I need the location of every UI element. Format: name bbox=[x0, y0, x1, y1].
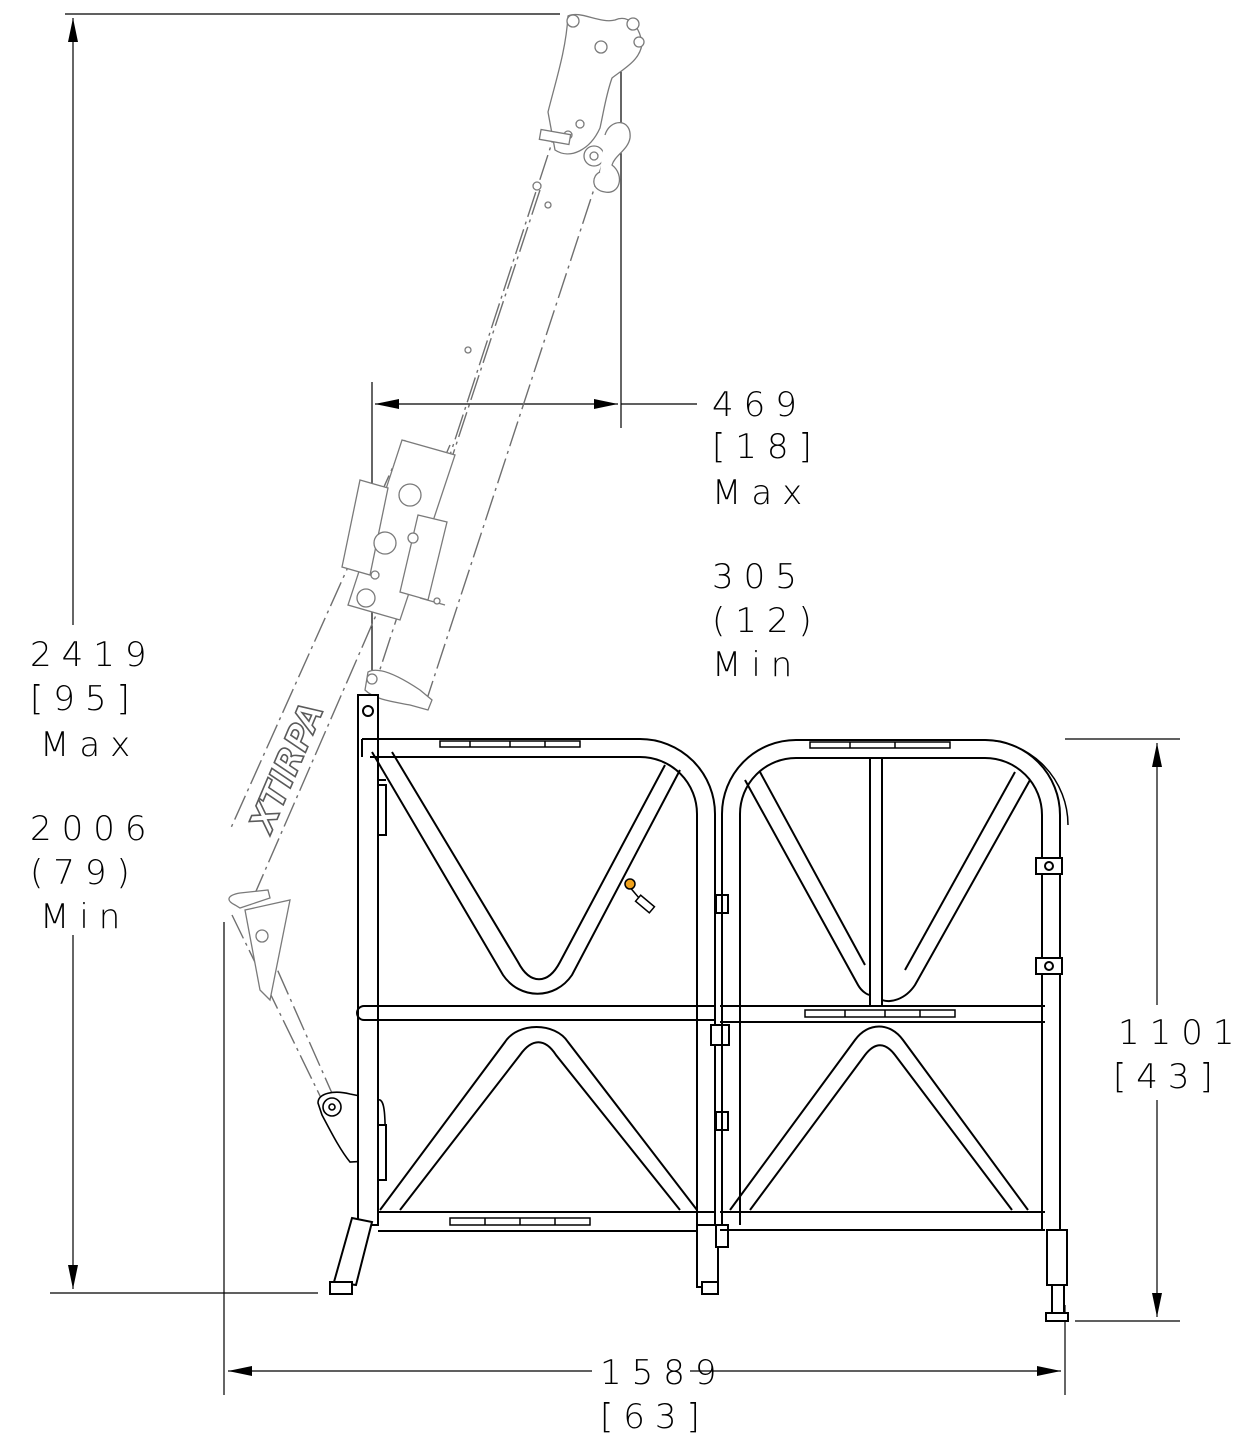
height-max-value: 2419 bbox=[30, 635, 157, 675]
reach-min-label: Min bbox=[712, 645, 803, 685]
reach-max-inch: [18] bbox=[712, 427, 822, 467]
height-min-inch: (79) bbox=[30, 853, 140, 893]
davit-arm bbox=[229, 117, 616, 1101]
height-min-value: 2006 bbox=[30, 809, 157, 849]
height-max-inch: [95] bbox=[30, 679, 140, 719]
reach-min-inch: (12) bbox=[712, 601, 822, 641]
barrier-height-inch: [43] bbox=[1113, 1057, 1223, 1097]
grip-tape bbox=[439, 740, 956, 1226]
height-min-label: Min bbox=[40, 897, 131, 937]
clamp-knob bbox=[624, 878, 656, 914]
davit-head bbox=[464, 13, 645, 354]
reach-max-value: 469 bbox=[712, 385, 807, 425]
barrier-frame bbox=[329, 694, 1069, 1322]
overall-width-value: 1589 bbox=[600, 1353, 727, 1393]
overall-width-inch: [63] bbox=[600, 1397, 710, 1437]
technical-drawing: XTIRPA bbox=[50, 13, 1180, 1395]
logo-text: XTIRPA bbox=[241, 697, 332, 840]
reach-min-value: 305 bbox=[712, 557, 807, 597]
height-max-label: Max bbox=[40, 725, 141, 765]
dimension-lines bbox=[50, 13, 1180, 1395]
barrier-height-value: 1101 bbox=[1118, 1013, 1245, 1053]
reach-max-label: Max bbox=[712, 473, 813, 513]
telescopic-clamp bbox=[228, 439, 456, 1002]
xtirpa-logo: XTIRPA bbox=[241, 696, 333, 841]
